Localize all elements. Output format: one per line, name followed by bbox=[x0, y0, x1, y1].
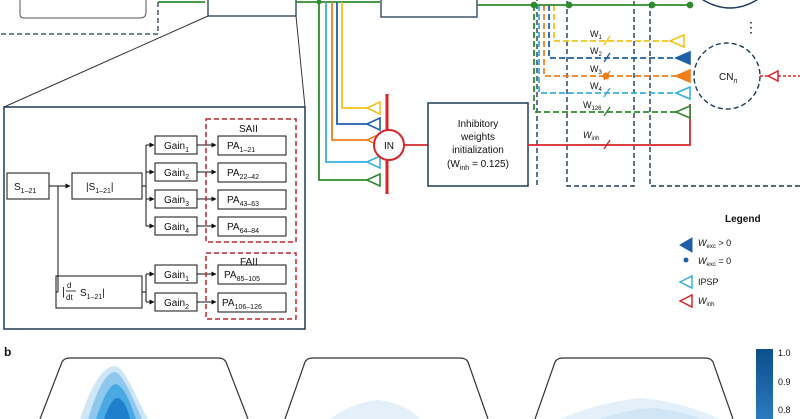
colorbar-tick: 0.9 bbox=[778, 377, 791, 387]
svg-text:CNn: CNn bbox=[719, 72, 737, 85]
zoom-line-right bbox=[295, 15, 306, 108]
legend-label: Wexc > 0 bbox=[698, 238, 731, 250]
legend-label: Winh bbox=[698, 296, 715, 308]
input-signal-label: S1–21 bbox=[14, 182, 36, 195]
svg-text:initialization: initialization bbox=[452, 145, 504, 156]
weight-label: W2 bbox=[590, 46, 603, 58]
top-node-lines bbox=[530, 1, 694, 9]
pa-box bbox=[217, 292, 287, 313]
cn-node: CNn bbox=[693, 42, 800, 110]
legend-label: IPSP bbox=[698, 277, 719, 287]
abs-label: |S1–21| bbox=[86, 182, 113, 195]
legend-marker-exc-zero bbox=[683, 257, 689, 263]
pa-box bbox=[217, 264, 287, 285]
heatmap-1 bbox=[39, 357, 249, 419]
legend-label: Wexc = 0 bbox=[698, 256, 731, 268]
derivative-box bbox=[55, 275, 143, 309]
gain-boxes: Gain1 Gain2 Gain3 Gain4 Gain1 Gain2 bbox=[154, 135, 198, 312]
ellipsis: ⋮ bbox=[744, 19, 758, 35]
colorbar-tick: 1.0 bbox=[778, 348, 791, 358]
inhibitory-weights-box: Inhibitory weights initialization (Winh … bbox=[427, 102, 529, 187]
saii-group bbox=[205, 118, 297, 243]
colorbar: 1.0 0.9 0.8 bbox=[756, 348, 791, 419]
pa-box bbox=[217, 135, 287, 156]
faii-label: FAII bbox=[240, 257, 258, 268]
weight-labels: W1 W2 W3 W4 W126 Winh bbox=[583, 29, 603, 142]
legend-marker-exc-positive bbox=[679, 237, 693, 253]
pa-label: PA85–105 bbox=[224, 270, 260, 283]
gain-label: Gain1 bbox=[164, 141, 189, 154]
pa-box bbox=[217, 162, 287, 183]
pa-label: PA43–63 bbox=[227, 195, 259, 208]
pa-label: PA106–126 bbox=[222, 298, 262, 311]
top-right-box bbox=[380, 0, 478, 18]
gain-label: Gain2 bbox=[164, 168, 189, 181]
derivative-bar-left: | bbox=[62, 286, 65, 298]
pa-label: PA64–84 bbox=[227, 222, 259, 235]
in-node-label: IN bbox=[384, 141, 394, 152]
gain-label: Gain4 bbox=[164, 222, 189, 235]
cn-synapses bbox=[602, 33, 691, 120]
input-signal-box bbox=[6, 172, 50, 200]
weight-label: W3 bbox=[590, 64, 603, 76]
pa-box bbox=[217, 189, 287, 210]
panel-b-label: b bbox=[4, 345, 11, 359]
top-left-input-block bbox=[0, 0, 297, 35]
pa-box bbox=[217, 216, 287, 237]
svg-text:weights: weights bbox=[460, 132, 495, 143]
derivative-d: d bbox=[67, 281, 71, 290]
derivative-s: S1–21| bbox=[80, 288, 105, 301]
weight-label: W1 bbox=[590, 29, 603, 41]
gain-label: Gain1 bbox=[164, 270, 189, 283]
weight-label: Winh bbox=[583, 130, 600, 142]
top-cn-node bbox=[701, 0, 759, 9]
pa-label: PA22–42 bbox=[227, 168, 259, 181]
gain-label: Gain2 bbox=[164, 298, 189, 311]
weight-label: W4 bbox=[590, 81, 603, 93]
top-center-box bbox=[207, 0, 297, 17]
heatmap-3 bbox=[534, 357, 734, 419]
legend: Legend Wexc > 0 Wexc = 0 IPSP Winh bbox=[678, 214, 761, 309]
heatmap-2 bbox=[284, 357, 489, 419]
junction-dot bbox=[316, 0, 322, 5]
abs-box bbox=[71, 172, 143, 200]
in-node: IN bbox=[373, 94, 405, 194]
colorbar-tick: 0.8 bbox=[778, 405, 791, 415]
gain-arrows bbox=[146, 142, 155, 305]
cn-dashed-groups bbox=[536, 0, 800, 187]
faii-group bbox=[205, 252, 297, 320]
preprocessing-panel: S1–21 |S1–21| | d dt S1–21| Gain1 bbox=[3, 106, 306, 330]
weight-label: W126 bbox=[583, 100, 602, 112]
svg-text:(Winh = 0.125): (Winh = 0.125) bbox=[447, 159, 509, 172]
gain-label: Gain3 bbox=[164, 195, 189, 208]
weight-slashes bbox=[603, 35, 611, 150]
svg-text:Inhibitory: Inhibitory bbox=[458, 119, 499, 130]
zoom-line-left bbox=[3, 15, 209, 108]
legend-title: Legend bbox=[725, 214, 761, 225]
pa-boxes: PA1–21 PA22–42 PA43–63 PA64–84 PA85–105 … bbox=[217, 135, 287, 313]
legend-marker-inh bbox=[678, 293, 693, 309]
legend-marker-ipsp bbox=[678, 274, 693, 290]
derivative-dt: dt bbox=[66, 293, 73, 302]
in-feed-lines bbox=[296, 1, 380, 181]
pa-label: PA1–21 bbox=[227, 141, 255, 154]
saii-label: SAII bbox=[239, 124, 258, 135]
